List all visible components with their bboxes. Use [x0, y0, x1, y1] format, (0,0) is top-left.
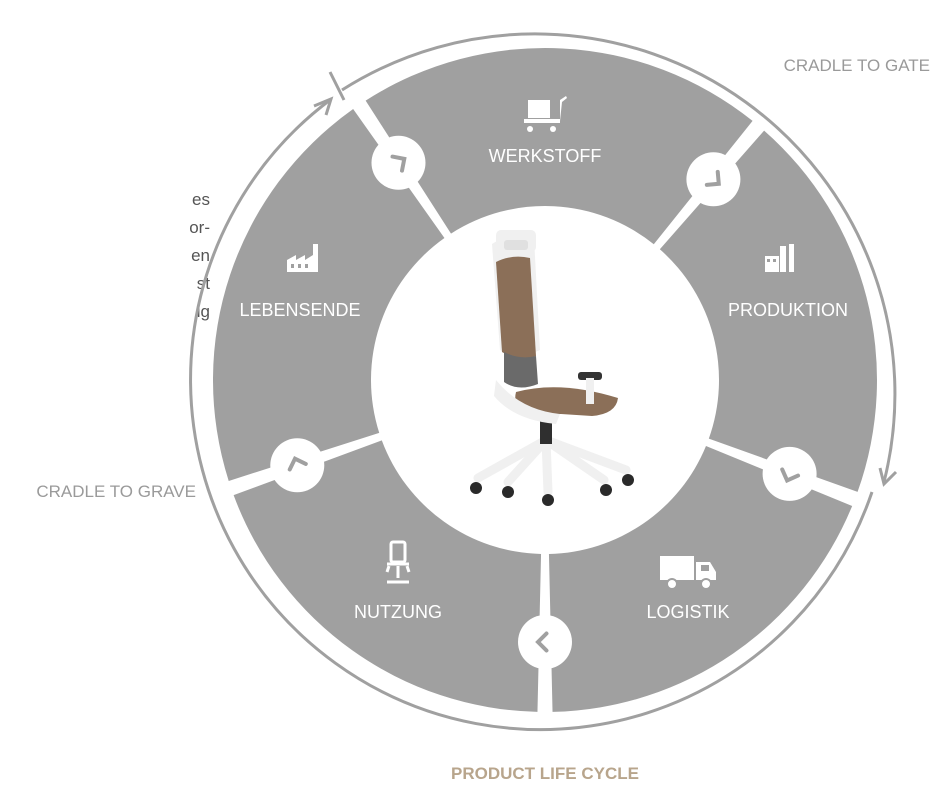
connector-badge	[371, 135, 426, 190]
connector-badge	[270, 438, 325, 493]
diagram-title: PRODUCT LIFE CYCLE	[451, 764, 639, 783]
cradle-to-gate-label: CRADLE TO GATE	[784, 56, 930, 75]
connector-badges	[270, 135, 817, 669]
segment-nutzung	[233, 440, 542, 712]
cradle-to-grave-label: CRADLE TO GRAVE	[36, 482, 196, 501]
segment-lebensende	[213, 109, 445, 481]
segment-label-produktion: PRODUKTION	[728, 300, 848, 320]
connector-badge	[762, 446, 817, 501]
cradle-to-gate-start-mark	[328, 71, 346, 101]
chevron-icon	[704, 169, 721, 187]
segment-label-logistik: LOGISTIK	[646, 602, 729, 622]
segment-produktion	[659, 130, 877, 492]
chevron-icon	[780, 467, 801, 484]
cradle-to-gate-arrowhead	[878, 467, 898, 487]
segment-label-lebensende: LEBENSENDE	[239, 300, 360, 320]
connector-badge	[518, 615, 572, 669]
office-chair-image	[470, 230, 634, 506]
text-fragment: ig	[196, 302, 210, 321]
segment-ring	[213, 48, 877, 712]
connector-badge	[686, 152, 741, 207]
cradle-to-grave-arrow	[189, 98, 874, 732]
segment-label-nutzung: NUTZUNG	[354, 602, 442, 622]
factory-icon	[765, 244, 794, 272]
center-circle	[375, 210, 715, 550]
cradle-to-grave-arrowhead	[313, 96, 334, 116]
segment-label-werkstoff: WERKSTOFF	[489, 146, 602, 166]
office-chair-icon	[385, 540, 411, 584]
cradle-to-gate-arrow	[341, 32, 897, 483]
text-fragment: es	[192, 190, 210, 209]
truck-icon	[660, 556, 716, 590]
cart-icon	[524, 96, 567, 132]
segment-werkstoff	[365, 48, 753, 245]
chevron-icon	[390, 154, 407, 173]
chevron-icon	[535, 631, 549, 653]
text-fragment: en	[191, 246, 210, 265]
factory-icon	[287, 244, 318, 272]
text-fragment: or-	[189, 218, 210, 237]
chevron-icon	[287, 456, 308, 472]
